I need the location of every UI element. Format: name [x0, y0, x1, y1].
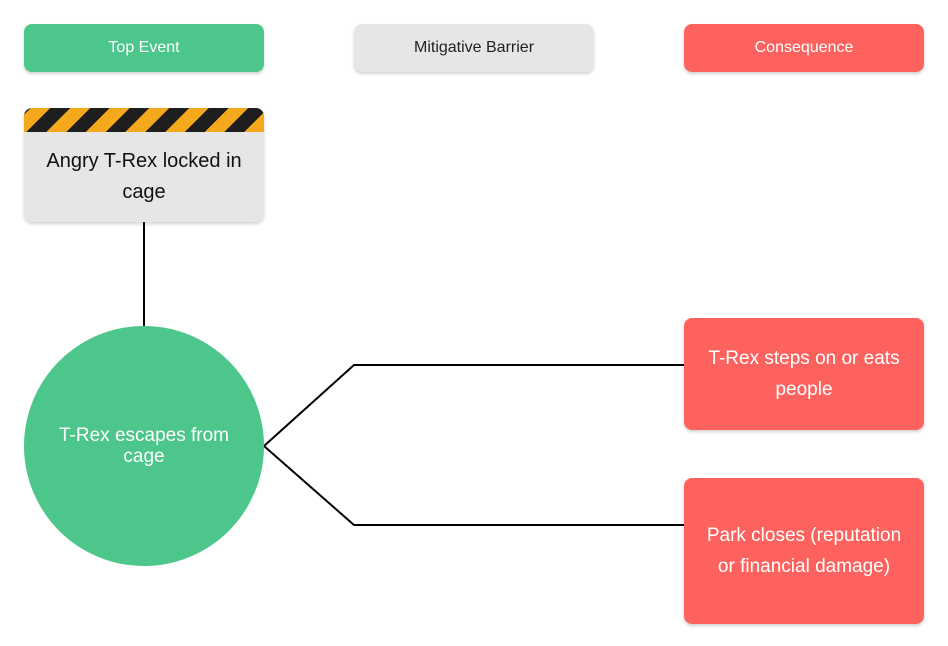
- top-event-label: T-Rex escapes from cage: [59, 425, 229, 467]
- top-event-to-consequence-2-line: [263, 445, 684, 526]
- legend-mitigative-barrier-label: Mitigative Barrier: [413, 39, 535, 56]
- legend-top-event: Top Event: [24, 24, 264, 72]
- top-event-node[interactable]: T-Rex escapes from cage: [24, 326, 264, 566]
- hazard-label: Angry T-Rex locked in cage: [46, 150, 242, 203]
- legend-consequence: Consequence: [684, 24, 924, 72]
- consequence-node-2[interactable]: Park closes (reputation or financial dam…: [684, 478, 924, 624]
- top-event-to-consequence-1-line: [263, 364, 684, 447]
- consequence-label-2: Park closes (reputation or financial dam…: [706, 525, 902, 577]
- hazard-node[interactable]: Angry T-Rex locked in cage: [24, 108, 264, 222]
- legend-top-event-label: Top Event: [108, 39, 180, 56]
- legend-mitigative-barrier: Mitigative Barrier: [354, 24, 594, 72]
- hazard-stripes: [24, 108, 264, 132]
- consequence-node-1[interactable]: T-Rex steps on or eats people: [684, 318, 924, 430]
- consequence-label-1: T-Rex steps on or eats people: [708, 348, 900, 400]
- legend-consequence-label: Consequence: [754, 39, 854, 56]
